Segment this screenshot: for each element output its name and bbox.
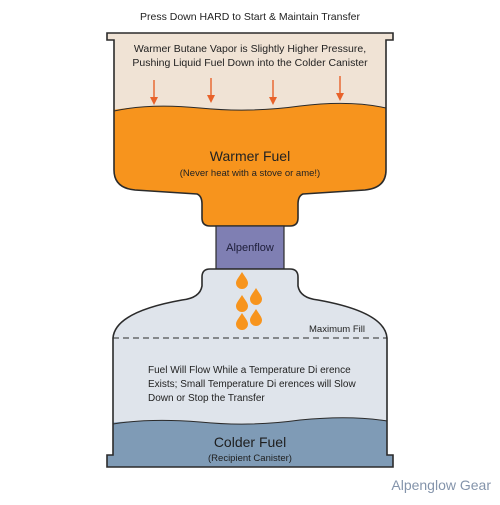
flow-condition-text-line1: Fuel Will Flow While a Temperature Di er… [148,365,351,376]
vapor-pressure-text-line1: Warmer Butane Vapor is Slightly Higher P… [134,43,366,55]
bottom-canister: Maximum Fill Fuel Will Flow While a Temp… [106,268,394,468]
vapor-pressure-text-line2: Pushing Liquid Fuel Down into the Colder… [132,57,368,69]
warmer-fuel-title: Warmer Fuel [210,148,290,164]
warm-fuel-region [107,103,393,226]
pressure-arrows [150,76,344,105]
fuel-droplet-icon [236,272,248,289]
flow-condition-text-line3: Down or Stop the Transfer [148,393,265,404]
down-arrow-icon [207,78,215,103]
top-canister-outline [106,32,394,227]
fuel-droplet-icon [236,313,248,330]
down-arrow-icon [336,76,344,101]
cold-fuel-surface-line [112,417,388,425]
fuel-droplet-icon [250,288,262,305]
fuel-droplets [236,272,262,330]
warmer-fuel-note: (Never heat with a stove or ame!) [180,168,320,179]
alpenflow-adapter: Alpenflow [215,225,285,270]
colder-fuel-note: (Recipient Canister) [208,453,292,464]
press-down-instruction: Press Down HARD to Start & Maintain Tran… [140,11,360,23]
down-arrow-icon [269,80,277,105]
brand-watermark: Alpenglow Gear [391,477,491,493]
flow-condition-text-line2: Exists; Small Temperature Di erences wil… [148,379,356,390]
top-canister: Warmer Butane Vapor is Slightly Higher P… [106,32,394,227]
bottom-canister-outline [106,268,394,468]
colder-fuel-title: Colder Fuel [214,434,286,450]
alpenflow-label: Alpenflow [226,242,274,254]
fuel-droplet-icon [250,309,262,326]
fuel-droplet-icon [236,295,248,312]
maximum-fill-label: Maximum Fill [309,324,365,335]
fuel-surface-line [113,102,387,112]
down-arrow-icon [150,80,158,105]
cold-fuel-region [107,417,393,467]
